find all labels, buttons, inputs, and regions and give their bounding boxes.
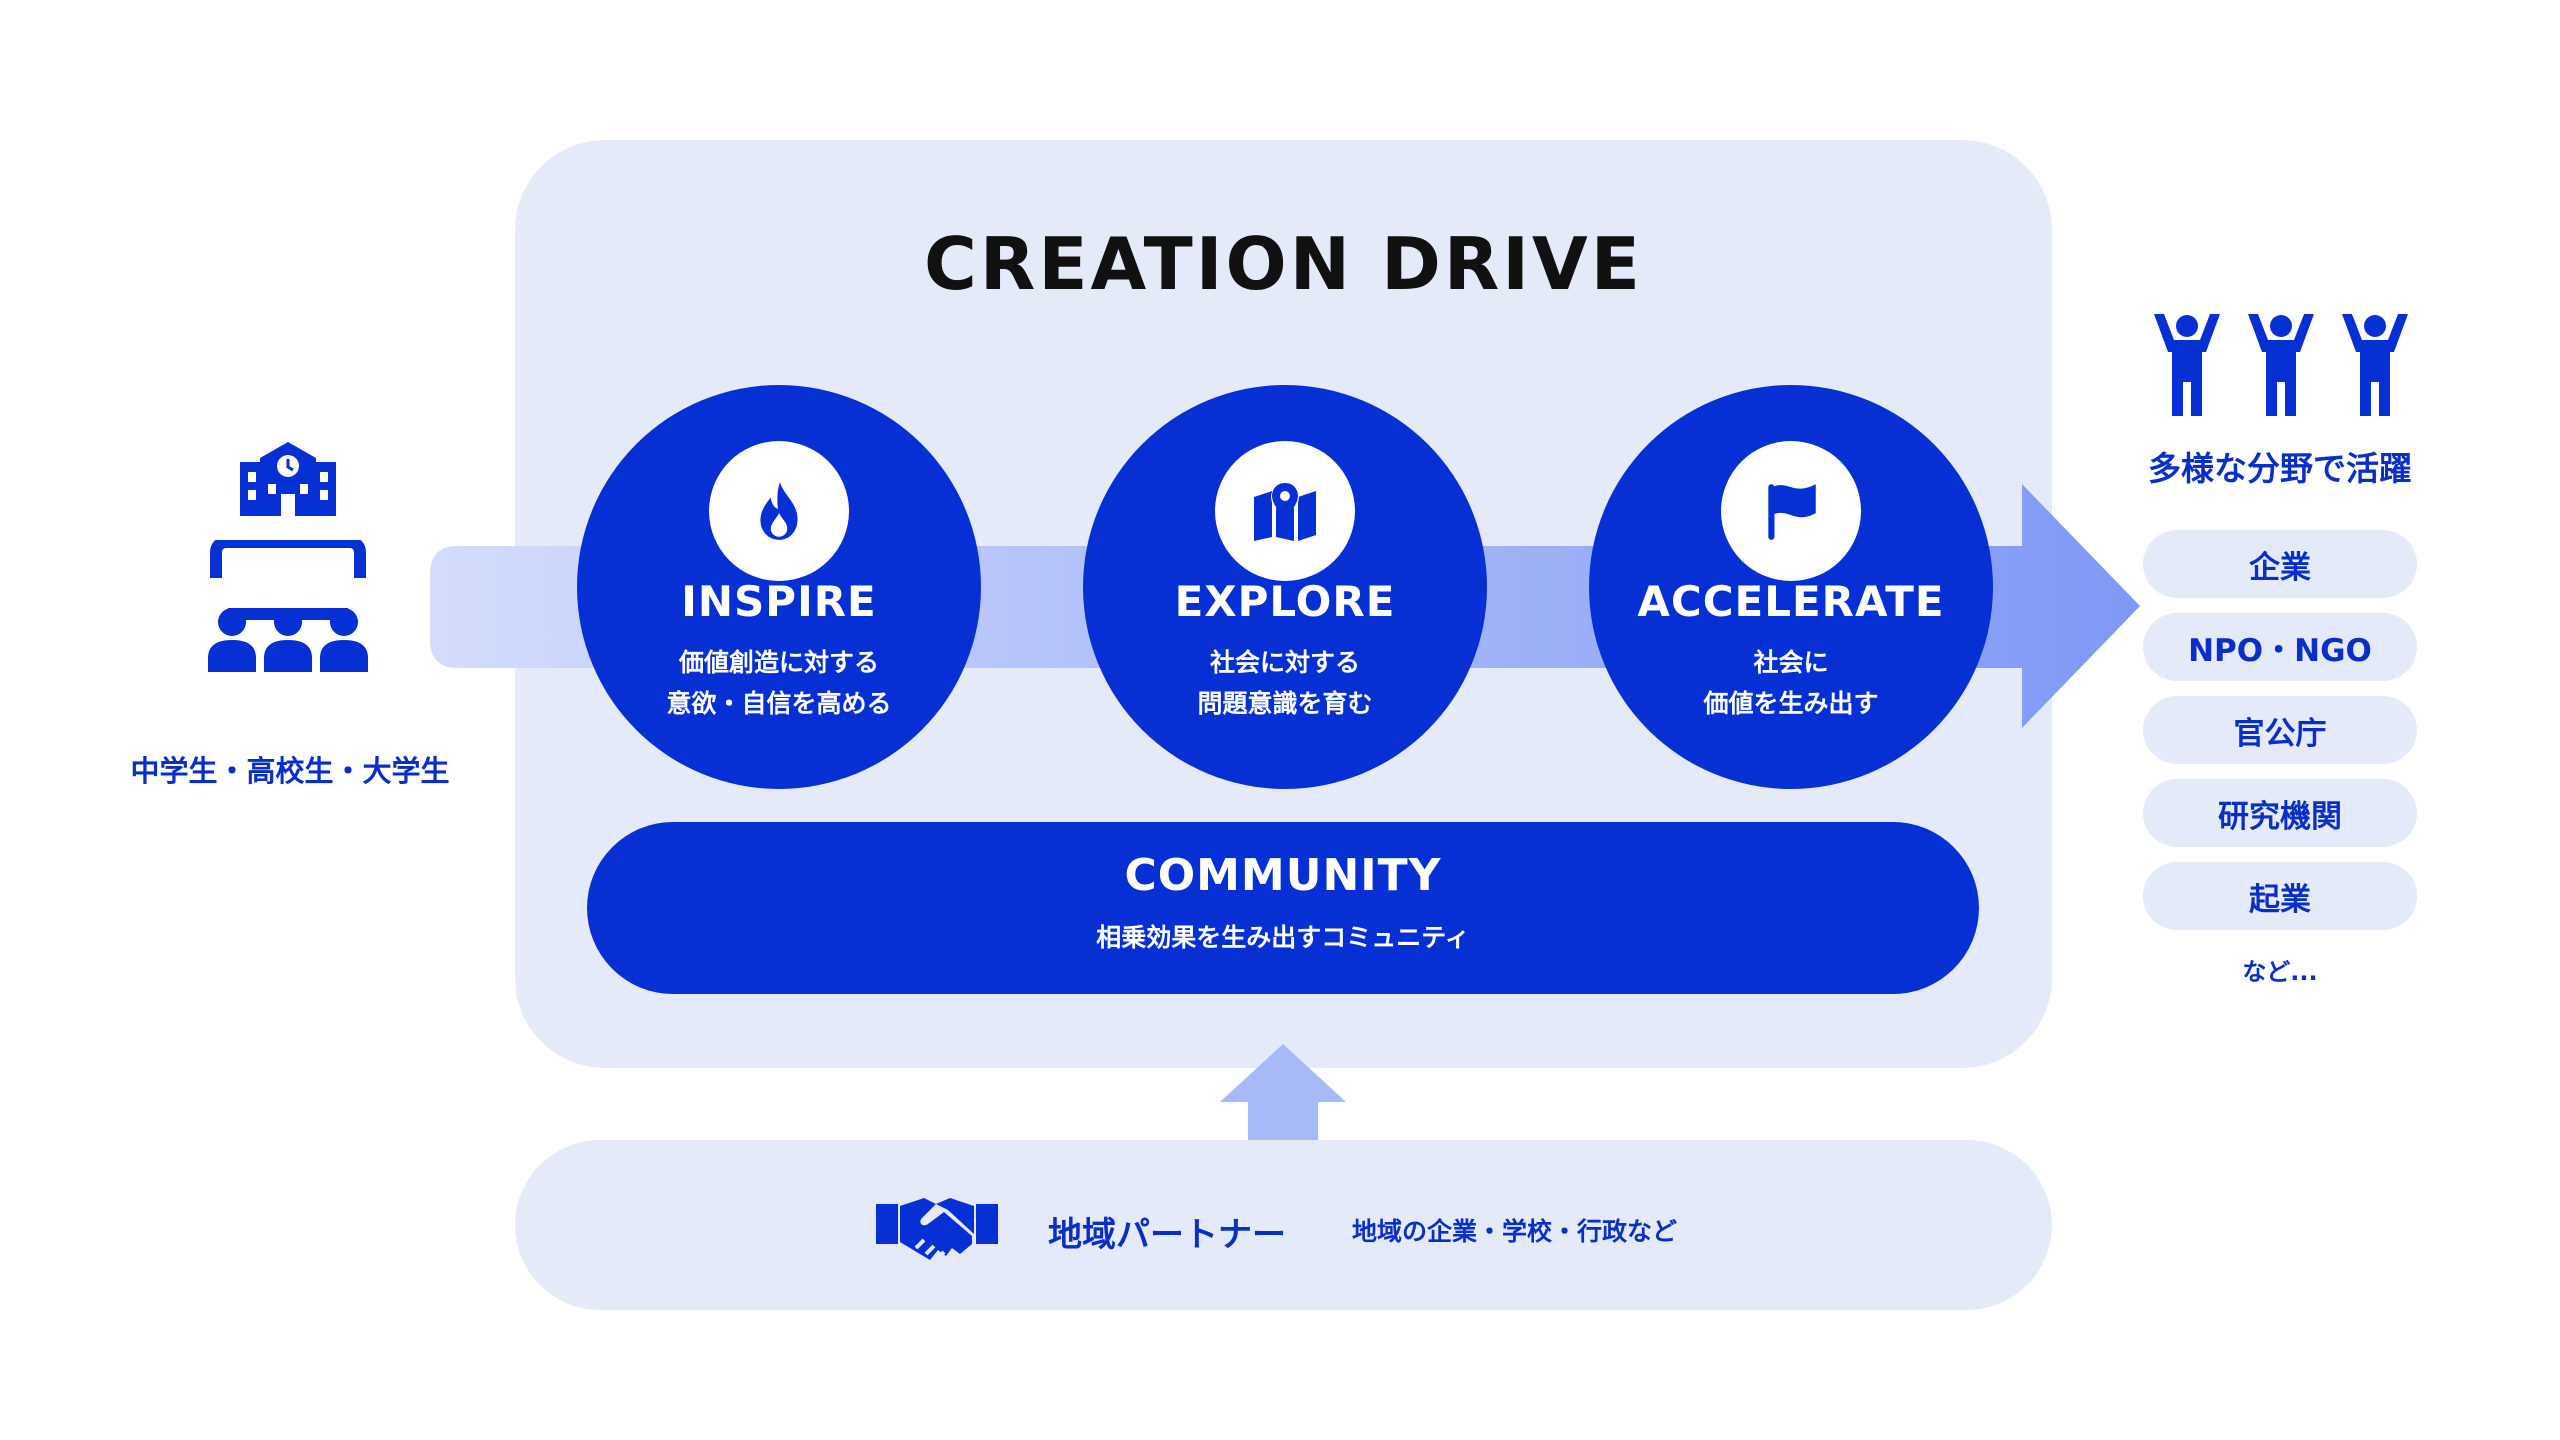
up-arrow <box>1220 1044 1346 1142</box>
stage-name: EXPLORE <box>1174 577 1396 626</box>
stage-description-line-1: 価値創造に対する <box>678 648 879 677</box>
outcome-title: 多様な分野で活躍 <box>2148 449 2412 488</box>
stage-icon-disc <box>1721 441 1861 581</box>
field-pill: 官公庁 <box>2143 696 2417 764</box>
people-cheering-icon <box>2154 314 2408 416</box>
field-pill: 起業 <box>2143 862 2417 930</box>
stage-accelerate: ACCELERATE 社会に 価値を生み出す <box>1589 385 1993 789</box>
field-pill: 企業 <box>2143 530 2417 598</box>
field-pill: NPO・NGO <box>2143 613 2417 681</box>
stage-description-line-2: 意欲・自信を高める <box>666 689 892 718</box>
diagram-title: CREATION DRIVE <box>924 222 1643 306</box>
stage-description-line-2: 問題意識を育む <box>1197 689 1373 718</box>
fields-etc: など... <box>2242 958 2318 986</box>
stage-icon-disc <box>709 441 849 581</box>
field-pill: 研究機関 <box>2143 779 2417 847</box>
partner-bar <box>515 1140 2052 1310</box>
stage-name: ACCELERATE <box>1637 577 1945 626</box>
flag-icon <box>1768 484 1816 540</box>
handshake-icon <box>876 1198 998 1262</box>
stage-description-line-2: 価値を生み出す <box>1703 689 1879 718</box>
stage-description-line-1: 社会に <box>1753 648 1829 677</box>
school-icon <box>240 442 336 516</box>
community-subtitle: 相乗効果を生み出すコミュニティ <box>1096 923 1470 952</box>
map-icon <box>1254 483 1316 541</box>
community-bar: COMMUNITY 相乗効果を生み出すコミュニティ <box>587 822 1979 994</box>
community-title: COMMUNITY <box>1124 850 1442 901</box>
partner-name: 地域パートナー <box>1048 1215 1286 1255</box>
stage-inspire: INSPIRE 価値創造に対する 意欲・自信を高める <box>577 385 981 789</box>
stage-explore: EXPLORE 社会に対する 問題意識を育む <box>1083 385 1487 789</box>
stage-icon-disc <box>1215 441 1355 581</box>
flame-icon <box>760 482 798 540</box>
partner-description: 地域の企業・学校・行政など <box>1352 1217 1678 1246</box>
student-label: 中学生・高校生・大学生 <box>130 754 450 788</box>
stage-name: INSPIRE <box>681 577 877 626</box>
classroom-icon <box>204 540 372 672</box>
stage-description-line-1: 社会に対する <box>1209 648 1360 677</box>
